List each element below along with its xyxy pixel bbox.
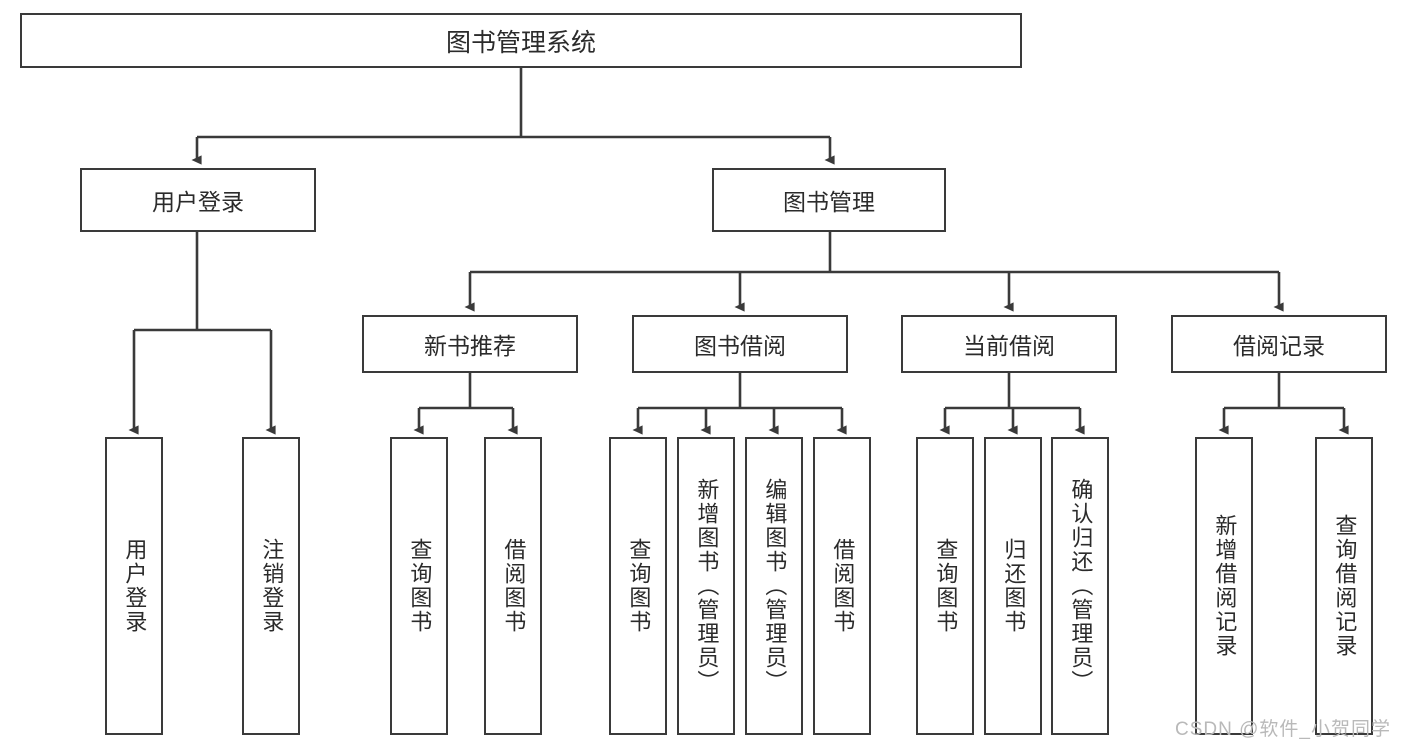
node-label: 借阅图书 — [501, 538, 527, 634]
leaf-book-borrow-edit[interactable]: 编辑图书（管理员） — [745, 437, 803, 735]
node-label: 新书推荐 — [424, 333, 516, 359]
leaf-book-borrow-query[interactable]: 查询图书 — [609, 437, 667, 735]
leaf-new-book-query[interactable]: 查询图书 — [390, 437, 448, 735]
node-label: 借阅记录 — [1233, 333, 1325, 359]
leaf-user-login-logout[interactable]: 注销登录 — [242, 437, 300, 735]
node-label: 注销登录 — [259, 538, 285, 634]
node-label: 查询图书 — [933, 538, 959, 634]
node-user-login[interactable]: 用户登录 — [80, 168, 316, 232]
leaf-borrow-record-add[interactable]: 新增借阅记录 — [1195, 437, 1253, 735]
node-new-book-recommend[interactable]: 新书推荐 — [362, 315, 578, 373]
leaf-book-borrow-borrow[interactable]: 借阅图书 — [813, 437, 871, 735]
node-label: 查询图书 — [626, 538, 652, 634]
node-label: 当前借阅 — [963, 333, 1055, 359]
node-book-management[interactable]: 图书管理 — [712, 168, 946, 232]
node-label: 查询图书 — [407, 538, 433, 634]
node-label: 编辑图书（管理员） — [762, 478, 788, 694]
node-label: 用户登录 — [152, 189, 244, 215]
node-label: 用户登录 — [122, 538, 148, 634]
node-label: 新增借阅记录 — [1212, 514, 1238, 658]
node-label: 图书借阅 — [694, 333, 786, 359]
node-book-borrow[interactable]: 图书借阅 — [632, 315, 848, 373]
node-label: 图书管理 — [783, 189, 875, 215]
node-label: 图书管理系统 — [445, 28, 596, 57]
leaf-current-borrow-query[interactable]: 查询图书 — [916, 437, 974, 735]
node-borrow-record[interactable]: 借阅记录 — [1171, 315, 1387, 373]
node-current-borrow[interactable]: 当前借阅 — [901, 315, 1117, 373]
leaf-current-borrow-confirm-return[interactable]: 确认归还（管理员） — [1051, 437, 1109, 735]
leaf-current-borrow-return[interactable]: 归还图书 — [984, 437, 1042, 735]
leaf-user-login-login[interactable]: 用户登录 — [105, 437, 163, 735]
leaf-new-book-borrow[interactable]: 借阅图书 — [484, 437, 542, 735]
node-label: 归还图书 — [1001, 538, 1027, 634]
node-root-system[interactable]: 图书管理系统 — [20, 13, 1022, 68]
node-label: 借阅图书 — [830, 538, 856, 634]
node-label: 确认归还（管理员） — [1068, 478, 1094, 694]
leaf-borrow-record-query[interactable]: 查询借阅记录 — [1315, 437, 1373, 735]
leaf-book-borrow-add[interactable]: 新增图书（管理员） — [677, 437, 735, 735]
node-label: 查询借阅记录 — [1332, 514, 1358, 658]
node-label: 新增图书（管理员） — [694, 478, 720, 694]
